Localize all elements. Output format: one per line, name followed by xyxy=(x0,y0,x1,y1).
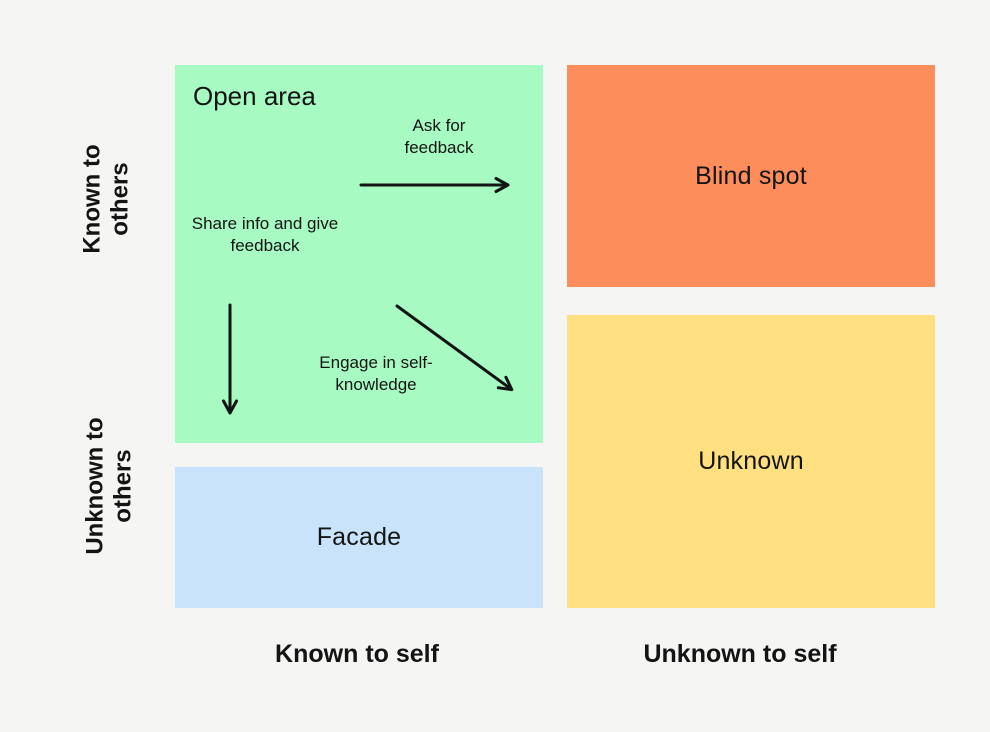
diagonal-arrow-icon xyxy=(395,304,514,392)
y-axis-label-known-to-others: Known to others xyxy=(78,144,133,254)
annotation-ask-for-feedback: Ask for feedback xyxy=(404,116,474,158)
unknown-label: Unknown xyxy=(698,447,804,475)
y-axis-label-unknown-to-others: Unknown to others xyxy=(81,417,136,555)
blind-spot-label: Blind spot xyxy=(695,161,807,190)
quadrant-open-area: Open area Ask for feedback Share info an… xyxy=(175,65,543,443)
annotation-engage-in-self-knowledge: Engage in self- knowledge xyxy=(319,353,433,395)
quadrant-unknown: Unknown xyxy=(567,315,935,608)
quadrant-facade: Facade xyxy=(175,467,543,608)
arrows-overlay xyxy=(222,177,514,415)
open-area-title: Open area xyxy=(193,81,316,111)
annotation-share-info-and-give-feedback: Share info and give feedback xyxy=(191,214,339,256)
facade-label: Facade xyxy=(316,523,402,551)
x-axis-label-known-to-self: Known to self xyxy=(275,640,439,668)
x-axis-label-unknown-to-self: Unknown to self xyxy=(643,640,837,668)
quadrant-blind-spot: Blind spot xyxy=(567,65,935,287)
